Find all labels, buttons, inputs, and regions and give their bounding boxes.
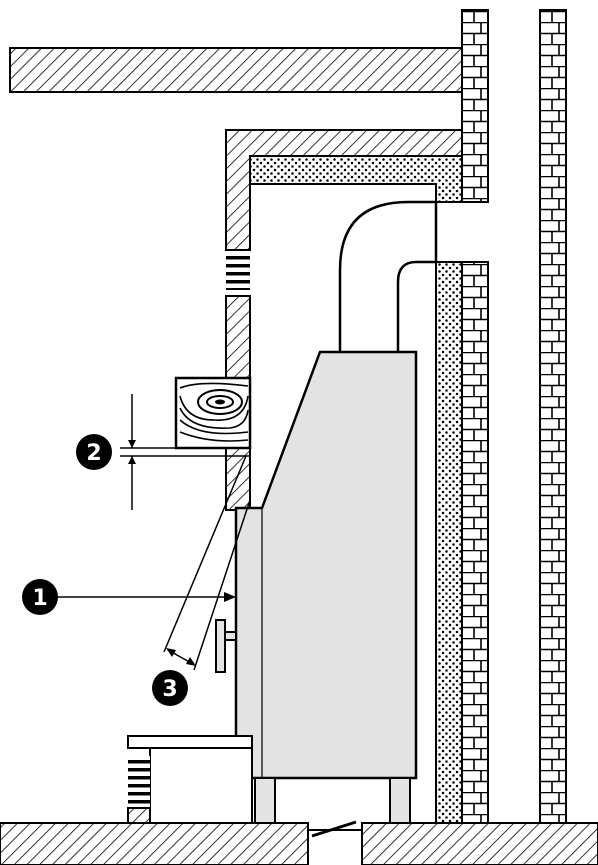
base-support-block <box>127 807 151 824</box>
floor-air-inlet <box>308 820 362 838</box>
callout-label-2: 2 <box>86 441 101 466</box>
callout-label-1: 1 <box>32 586 47 611</box>
base-ventilation-grille <box>128 756 150 808</box>
callout-marker-2: 2 <box>76 434 112 470</box>
stove-leg-left <box>254 777 276 824</box>
chimney-inner-brick-wall-lower <box>461 261 489 824</box>
chimney-inner-brick-wall-upper <box>461 9 489 203</box>
callout-marker-3: 3 <box>152 670 188 706</box>
dimension-2-gap <box>120 394 250 510</box>
floor-slab-left <box>0 822 309 865</box>
chimney-outer-brick-wall <box>539 9 567 824</box>
stove-body <box>234 350 418 780</box>
flue-pipe <box>338 200 438 352</box>
hood-ventilation-grille <box>226 254 250 290</box>
chimney-insulation-lining <box>435 261 463 824</box>
wooden-beam <box>174 376 252 450</box>
stove-leg-right <box>389 777 411 824</box>
dimension-3-clearance <box>163 455 251 671</box>
callout-marker-1: 1 <box>22 579 58 615</box>
ceiling-slab <box>9 47 463 93</box>
hood-casing <box>225 129 463 251</box>
leader-1 <box>52 592 236 602</box>
hood-insulation <box>249 155 463 203</box>
stove-door-handle <box>215 619 237 673</box>
floor-slab-right <box>361 822 598 865</box>
callout-label-3: 3 <box>162 677 177 702</box>
